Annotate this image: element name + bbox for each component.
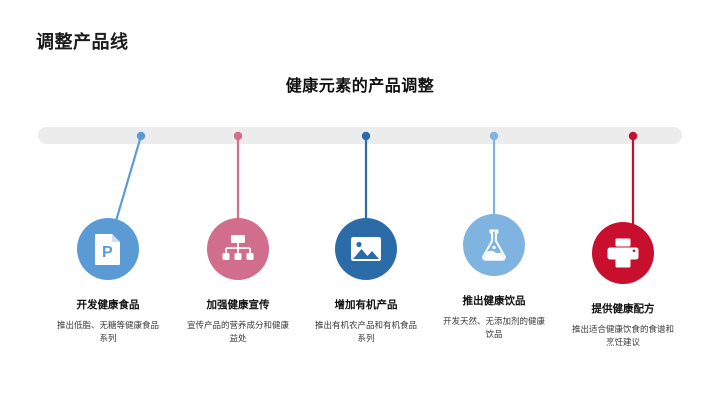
org-chart-icon	[222, 234, 254, 264]
timeline-item-1[interactable]: 加强健康宣传 宣传产品的营养成分和健康益处	[166, 218, 310, 345]
timeline-desc-1: 宣传产品的营养成分和健康益处	[186, 319, 289, 343]
timeline-title-4: 提供健康配方	[591, 303, 655, 315]
svg-text:P: P	[102, 244, 113, 261]
timeline-desc-0: 推出低脂、无糖等健康食品系列	[56, 319, 159, 343]
timeline-bubble-1[interactable]	[207, 218, 269, 280]
section-subtitle: 健康元素的产品调整	[285, 78, 435, 95]
timeline-bubble-0[interactable]: P	[77, 218, 139, 280]
timeline-title-2: 增加有机产品	[334, 299, 398, 311]
printer-icon	[607, 238, 639, 268]
timeline-item-4[interactable]: 提供健康配方 推出适合健康饮食的食谱和烹饪建议	[551, 222, 695, 349]
timeline-item-0[interactable]: P 开发健康食品 推出低脂、无糖等健康食品系列	[36, 218, 180, 345]
timeline-desc-4: 推出适合健康饮食的食谱和烹饪建议	[571, 323, 674, 347]
timeline-title-0: 开发健康食品	[76, 299, 140, 311]
timeline-desc-2: 推出有机农产品和有机食品系列	[314, 319, 417, 343]
timeline-item-2[interactable]: 增加有机产品 推出有机农产品和有机食品系列	[294, 218, 438, 345]
timeline-item-3[interactable]: 推出健康饮品 开发天然、无添加剂的健康饮品	[422, 214, 566, 341]
timeline-rail	[38, 127, 682, 144]
file-presentation-icon: P	[93, 233, 123, 265]
timeline-bubble-2[interactable]	[335, 218, 397, 280]
flask-beaker-icon	[480, 229, 508, 261]
timeline-title-1: 加强健康宣传	[206, 299, 270, 311]
timeline-title-3: 推出健康饮品	[462, 295, 526, 307]
page-title: 调整产品线	[36, 32, 129, 52]
timeline-bubble-3[interactable]	[463, 214, 525, 276]
image-picture-icon	[350, 236, 382, 262]
timeline-bubble-4[interactable]	[592, 222, 654, 284]
timeline-desc-3: 开发天然、无添加剂的健康饮品	[442, 315, 545, 339]
